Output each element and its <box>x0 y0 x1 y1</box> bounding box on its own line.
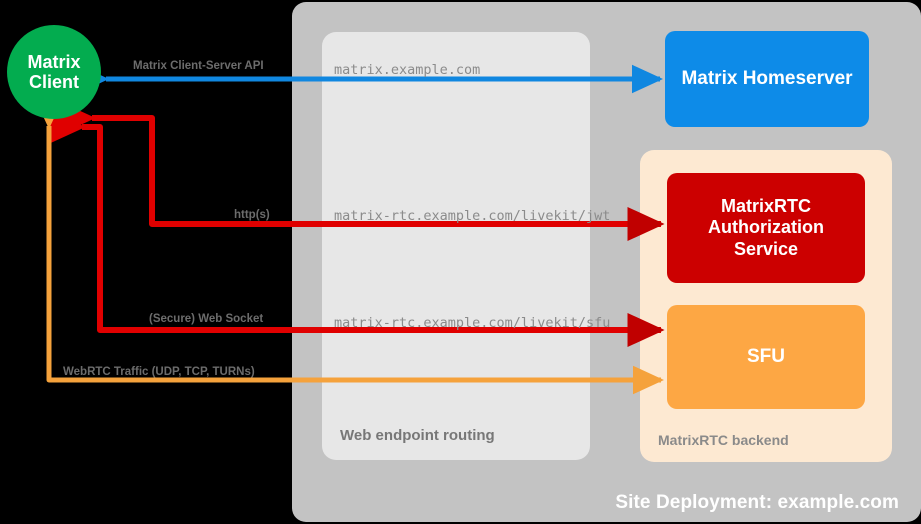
edge-label-matrix-client-server-api: Matrix Client-Server API <box>133 60 264 72</box>
endpoint-label-matrix: matrix.example.com <box>334 62 481 78</box>
node-matrix-homeserver-label: Matrix Homeserver <box>681 67 853 89</box>
node-matrixrtc-authorization-service[interactable]: MatrixRTC Authorization Service <box>667 173 865 283</box>
node-sfu-label: SFU <box>747 345 785 367</box>
endpoint-label-livekit-jwt: matrix-rtc.example.com/livekit/jwt <box>334 208 611 224</box>
node-auth-line2: Authorization <box>708 217 824 238</box>
node-matrix-client[interactable]: Matrix Client <box>7 25 101 119</box>
edge-label-webrtc-traffic: WebRTC Traffic (UDP, TCP, TURNs) <box>63 366 255 378</box>
node-matrix-client-line2: Client <box>28 72 79 92</box>
node-auth-line3: Service <box>733 238 799 259</box>
node-sfu[interactable]: SFU <box>667 305 865 409</box>
web-endpoint-routing-container: Web endpoint routing <box>322 32 590 460</box>
matrixrtc-backend-label: MatrixRTC backend <box>658 432 789 448</box>
node-auth-line1: MatrixRTC <box>720 196 811 217</box>
endpoint-label-livekit-sfu: matrix-rtc.example.com/livekit/sfu <box>334 315 611 331</box>
site-deployment-label: Site Deployment: example.com <box>615 492 899 513</box>
node-matrix-client-line1: Matrix <box>27 51 81 72</box>
edge-label-http-s: http(s) <box>234 209 270 221</box>
node-matrix-homeserver[interactable]: Matrix Homeserver <box>665 31 869 127</box>
edge-label-secure-web-socket: (Secure) Web Socket <box>149 313 264 325</box>
web-endpoint-routing-label: Web endpoint routing <box>340 427 495 444</box>
